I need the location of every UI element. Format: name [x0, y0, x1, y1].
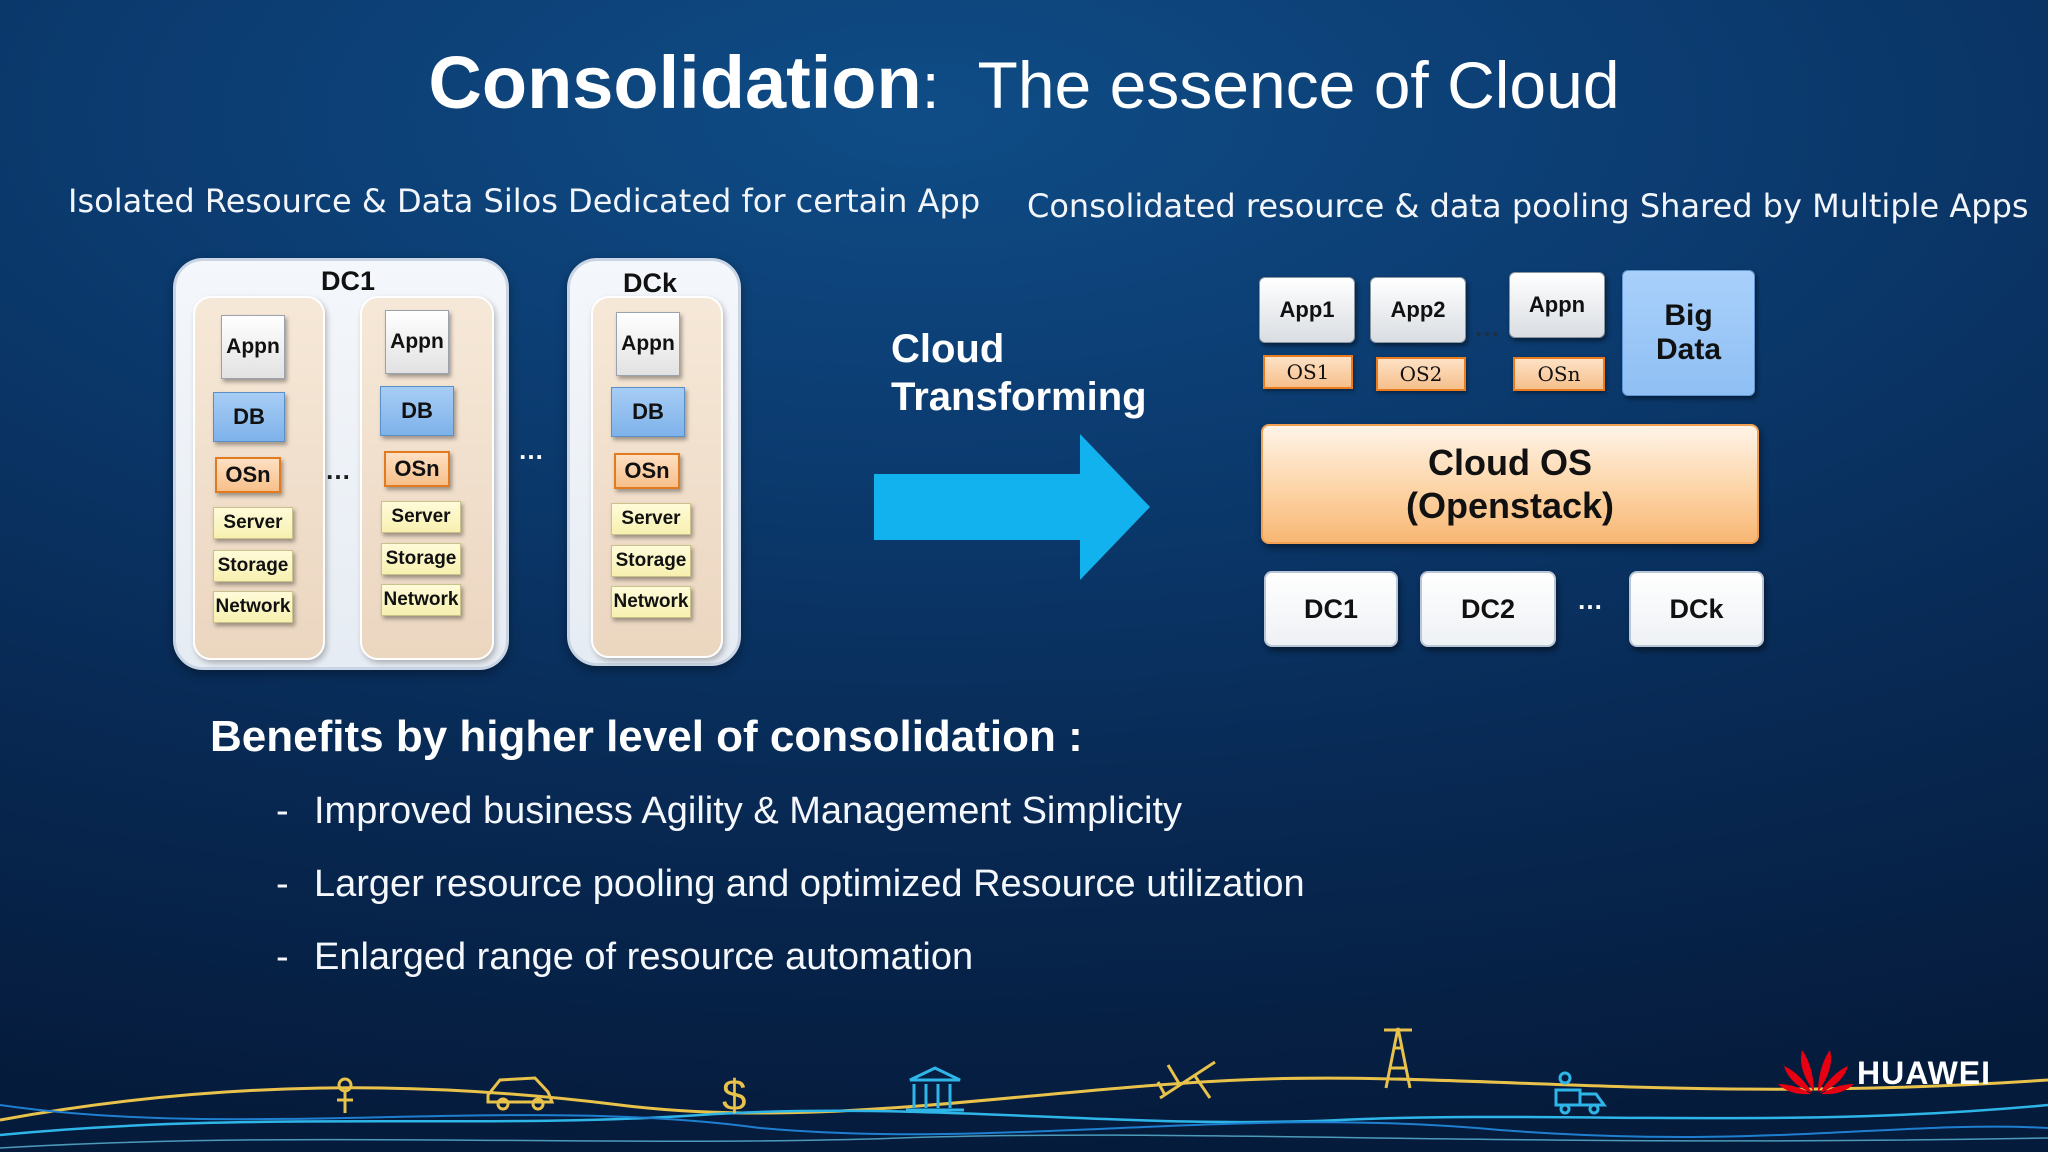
app-box: App2: [1370, 277, 1466, 343]
storage-box: Storage: [213, 550, 293, 582]
panels-ellipsis: …: [518, 435, 545, 465]
title-main: Consolidation: [428, 41, 922, 124]
app-box: Appn: [1509, 272, 1605, 338]
title-colon: :: [921, 50, 940, 122]
os-box: OSn: [215, 457, 281, 493]
transform-label-line2: Transforming: [891, 375, 1147, 419]
big-data-box: Big Data: [1622, 270, 1755, 396]
tower-icon: [1384, 1027, 1412, 1089]
left-caption: Isolated Resource & Data Silos Dedicated…: [68, 182, 981, 220]
storage-box: Storage: [381, 543, 461, 575]
server-box: Server: [213, 507, 293, 539]
os-box: OSn: [614, 453, 680, 489]
dc1-ellipsis: …: [325, 455, 351, 485]
right-caption: Consolidated resource & data pooling Sha…: [1027, 187, 2029, 225]
os-box: OS1: [1263, 355, 1353, 389]
app-box: Appn: [385, 310, 449, 374]
db-box: DB: [611, 387, 685, 437]
dc-box: DC2: [1420, 571, 1556, 647]
cloud-os-box: Cloud OS (Openstack): [1261, 424, 1759, 544]
huawei-brand: HUAWEI: [1857, 1055, 1991, 1091]
car-icon: [486, 1076, 555, 1111]
app-box: Appn: [616, 312, 680, 376]
db-box: DB: [380, 386, 454, 436]
bank-icon: [906, 1066, 964, 1112]
network-box: Network: [611, 586, 691, 618]
os-box: OSn: [1513, 357, 1605, 391]
server-box: Server: [381, 501, 461, 533]
title-subtitle: The essence of Cloud: [977, 48, 1620, 122]
cloud-os-line1: Cloud OS: [1428, 441, 1592, 483]
person-icon: [337, 1077, 353, 1113]
slide-title: Consolidation: The essence of Cloud: [0, 40, 2048, 125]
benefit-text: Improved business Agility & Management S…: [314, 790, 1183, 832]
benefit-item: -Enlarged range of resource automation: [276, 936, 973, 979]
benefit-item: -Larger resource pooling and optimized R…: [276, 863, 1305, 906]
bullet-dash: -: [276, 790, 289, 832]
network-box: Network: [381, 584, 461, 616]
bullet-dash: -: [276, 863, 289, 905]
network-box: Network: [213, 591, 293, 623]
dc1-panel-label: DC1: [320, 266, 375, 296]
benefit-item: -Improved business Agility & Management …: [276, 790, 1182, 833]
benefits-heading: Benefits by higher level of consolidatio…: [210, 712, 1083, 761]
app-box: Appn: [221, 315, 285, 379]
truck-icon: [1554, 1071, 1607, 1115]
huawei-logo-icon: [1778, 1050, 1854, 1095]
cloud-os-line2: (Openstack): [1405, 485, 1615, 526]
os-box: OSn: [384, 451, 450, 487]
dcs-ellipsis: …: [1577, 585, 1604, 615]
dc-box: DC1: [1264, 571, 1398, 647]
dc-box: DCk: [1629, 571, 1764, 647]
server-box: Server: [611, 503, 691, 535]
transform-label-line1: Cloud: [891, 327, 1005, 371]
db-box: DB: [213, 392, 285, 442]
os-box: OS2: [1376, 357, 1466, 391]
dck-panel-label: DCk: [622, 268, 677, 298]
bullet-dash: -: [276, 936, 289, 978]
app-box: App1: [1259, 277, 1355, 343]
dollar-icon: $: [722, 1071, 746, 1120]
big-data-line1: Big: [1664, 298, 1713, 332]
big-data-line2: Data: [1655, 333, 1722, 366]
apps-ellipsis: …: [1474, 312, 1500, 342]
airplane-icon: [1156, 1060, 1216, 1100]
benefit-text: Larger resource pooling and optimized Re…: [314, 863, 1305, 905]
storage-box: Storage: [611, 545, 691, 577]
transform-label: Cloud Transforming: [891, 325, 1147, 421]
transform-arrow-icon: [874, 434, 1150, 580]
footer-waves: $: [0, 1027, 2048, 1149]
benefit-text: Enlarged range of resource automation: [314, 936, 974, 978]
